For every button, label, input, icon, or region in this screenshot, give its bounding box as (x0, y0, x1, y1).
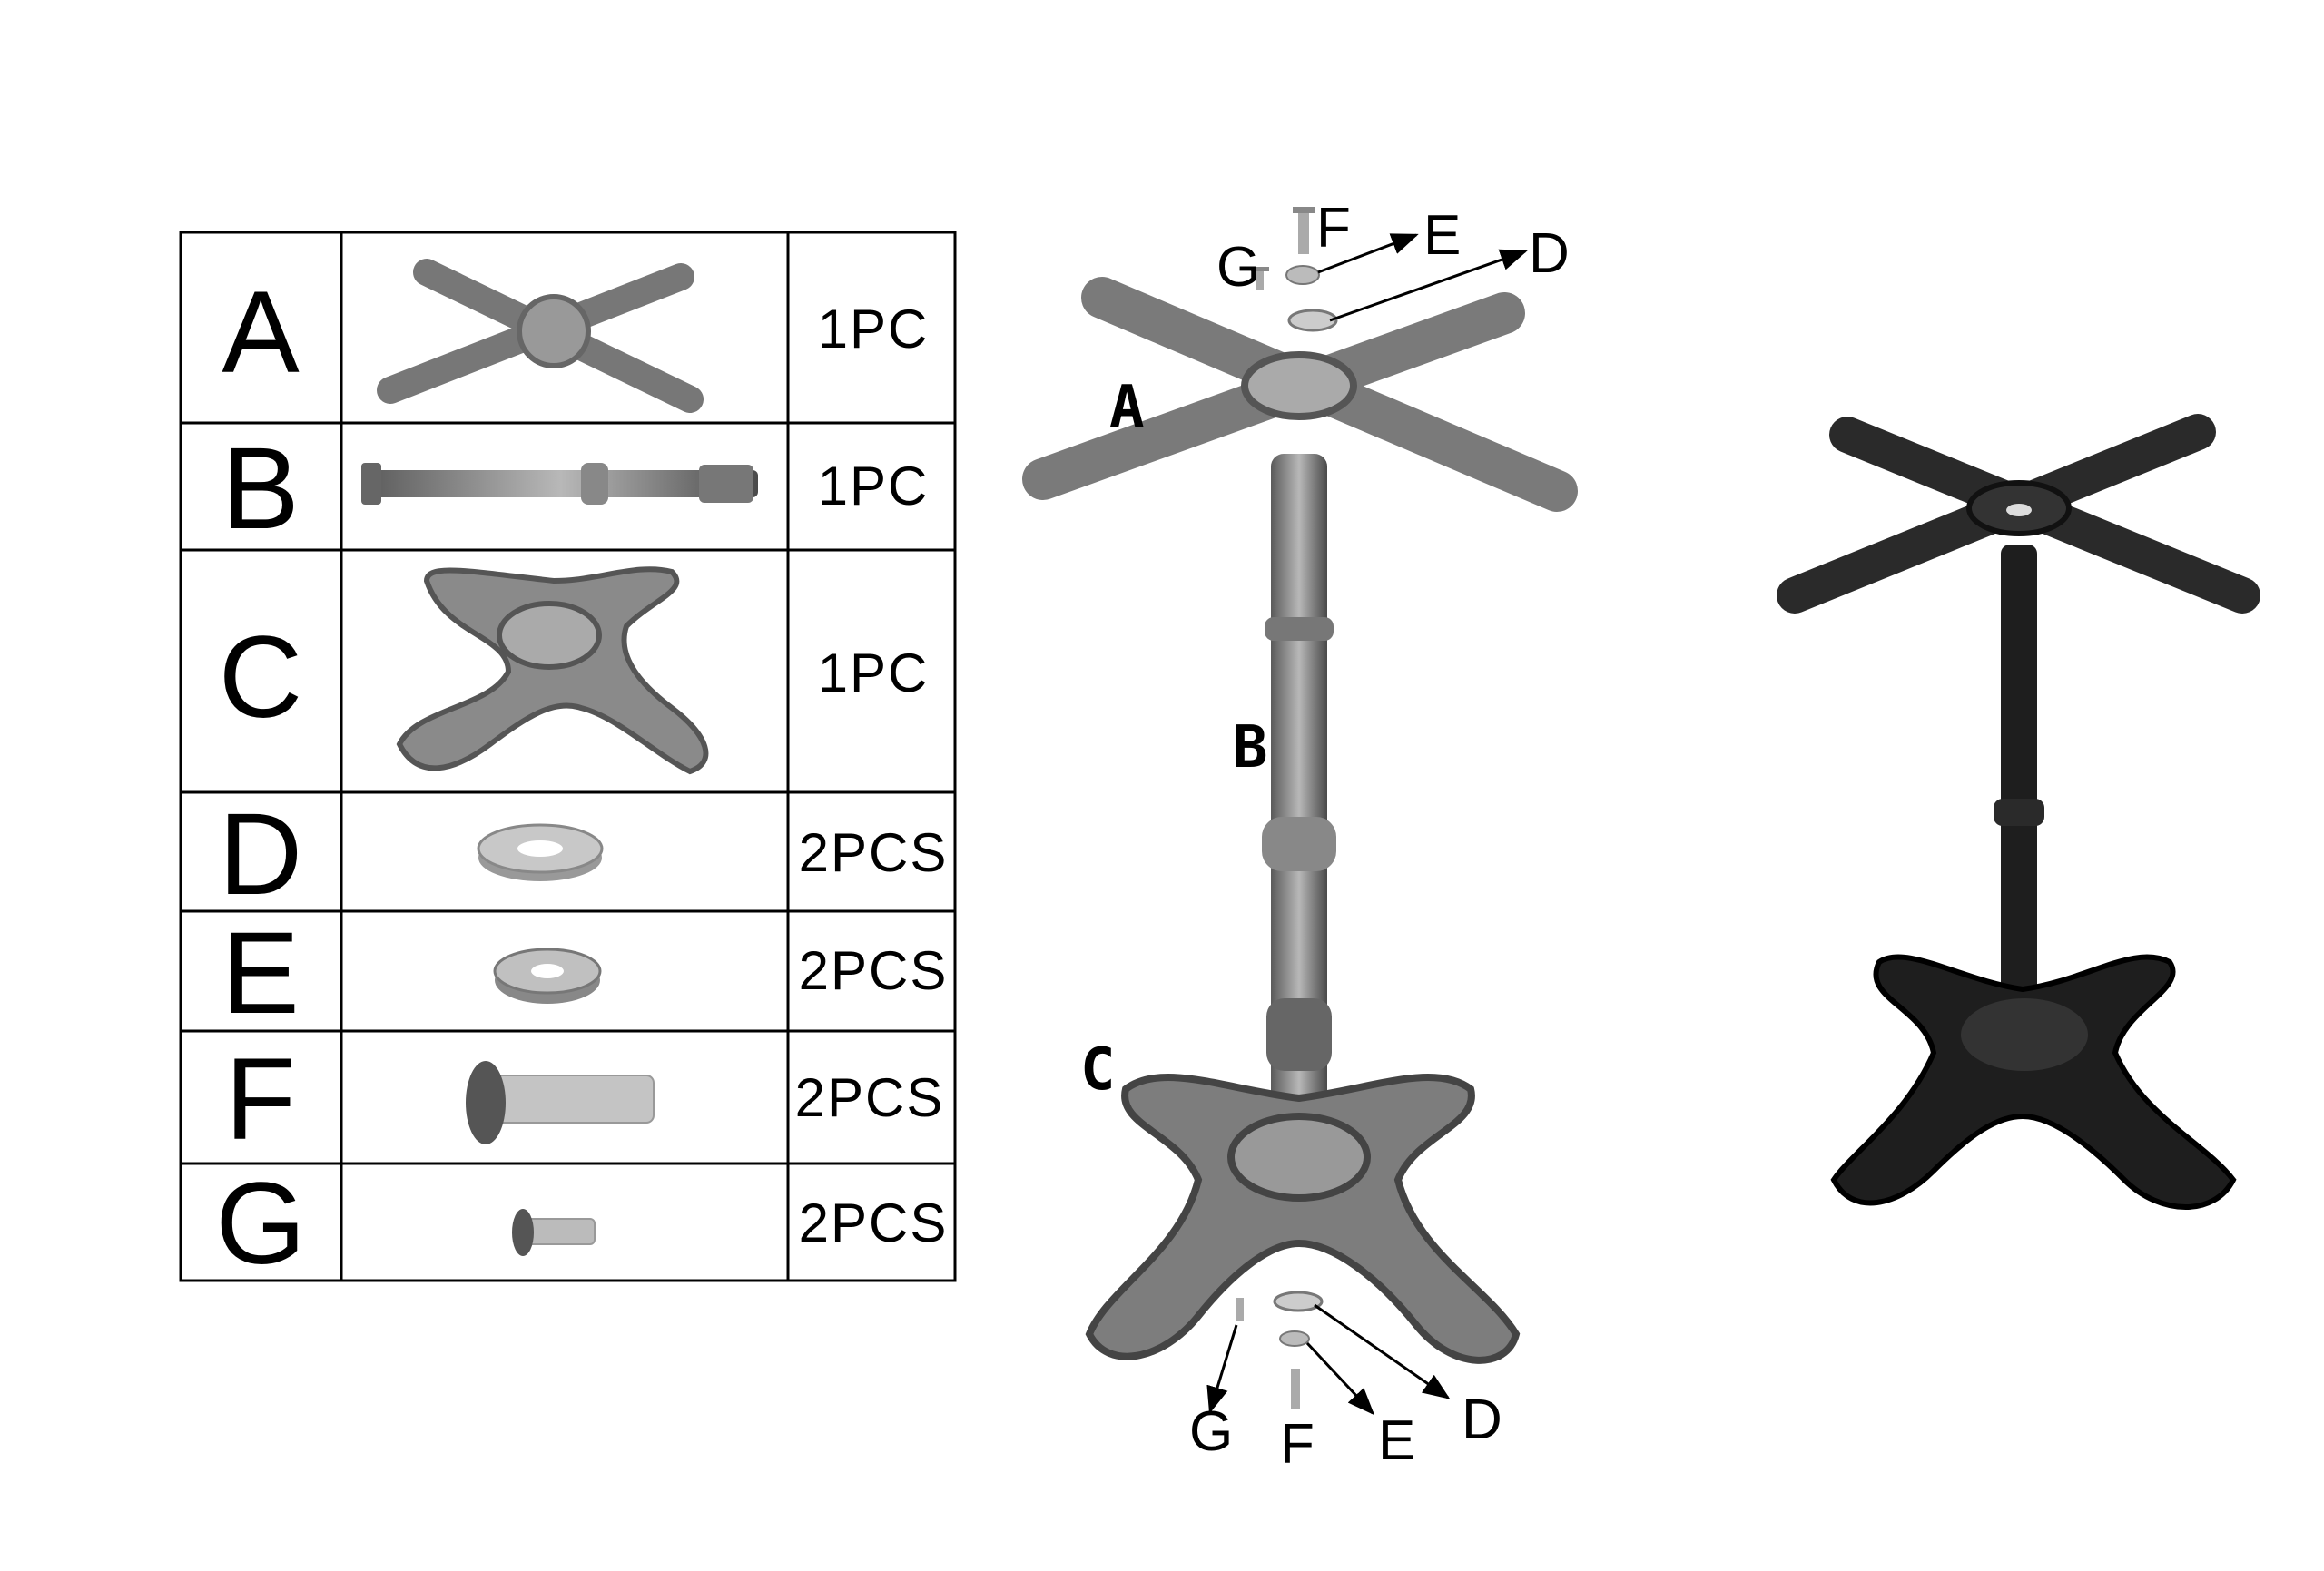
row-letter-b: B (222, 424, 299, 554)
row-letter-f: F (225, 1035, 296, 1164)
top-callout-d: D (1529, 222, 1570, 285)
part-f-large-bolt-image (466, 1061, 655, 1144)
part-c-base-image (396, 566, 709, 775)
row-qty-f: 2PCS (795, 1067, 945, 1128)
part-b-column-image (361, 463, 758, 505)
part-g-small-bolt-image (512, 1209, 596, 1256)
row-qty-b: 1PC (818, 456, 930, 516)
row-qty-d: 2PCS (799, 822, 949, 883)
bottom-callout-d: D (1462, 1389, 1502, 1451)
part-a-plate-image (377, 259, 704, 413)
row-letter-a: A (222, 268, 300, 398)
row-qty-c: 1PC (818, 643, 930, 703)
part-d-flat-washer-image (477, 823, 604, 881)
row-letter-c: C (219, 613, 302, 742)
label-a: A (1109, 374, 1145, 441)
row-letter-e: E (222, 908, 299, 1038)
top-callout-e: E (1423, 204, 1461, 267)
assembled-table-base (1777, 414, 2260, 1210)
row-letter-d: D (219, 790, 302, 919)
exploded-column-b (1262, 454, 1336, 1107)
label-b: B (1233, 714, 1268, 781)
row-letter-g: G (215, 1159, 306, 1289)
exploded-base-c (1085, 1074, 1521, 1364)
exploded-plate-a (1022, 277, 1578, 512)
part-e-spring-washer-image (493, 948, 602, 1004)
top-callout-f: F (1316, 197, 1351, 260)
row-qty-e: 2PCS (799, 940, 949, 1001)
top-callout-g: G (1216, 236, 1260, 299)
row-qty-g: 2PCS (799, 1193, 949, 1253)
top-hardware (1251, 207, 1528, 332)
bottom-hardware (1206, 1291, 1451, 1416)
label-c: C (1080, 1036, 1116, 1104)
parts-table (179, 231, 957, 1282)
bottom-callout-f: F (1280, 1413, 1315, 1476)
bottom-callout-g: G (1189, 1400, 1233, 1463)
bottom-callout-e: E (1378, 1409, 1415, 1472)
row-qty-a: 1PC (818, 299, 930, 359)
